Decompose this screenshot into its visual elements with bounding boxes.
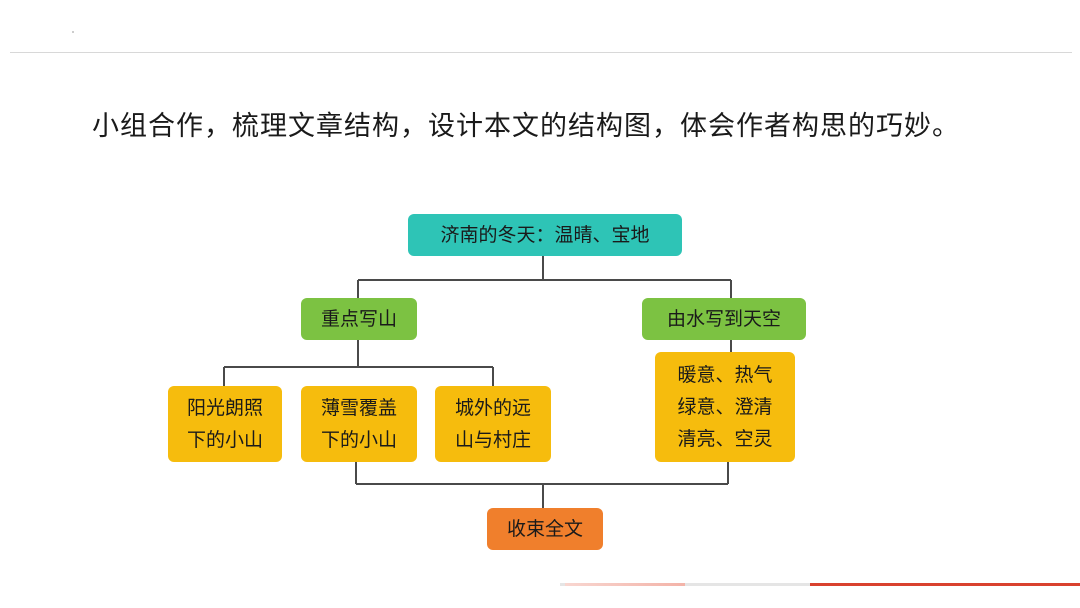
detail-node-sunlit-hills: 阳光朗照 下的小山 [168,386,282,462]
detail-node-snow-hills: 薄雪覆盖 下的小山 [301,386,417,462]
detail-line: 绿意、澄清 [677,396,773,418]
top-dot [72,31,74,33]
detail-line: 山与村庄 [454,429,531,451]
branch-node-water-sky: 由水写到天空 [642,298,806,340]
detail-line: 下的小山 [186,429,263,451]
top-divider [10,52,1072,53]
detail-line: 城外的远 [454,397,531,419]
detail-line: 下的小山 [320,429,397,451]
detail-node-distant-mountains: 城外的远 山与村庄 [435,386,551,462]
footer-bar-fade [565,583,685,586]
detail-node-water-sky: 暖意、热气 绿意、澄清 清亮、空灵 [655,352,795,462]
instruction-text: 小组合作，梳理文章结构，设计本文的结构图，体会作者构思的巧妙。 [92,111,960,142]
detail-line: 阳光朗照 [186,397,263,419]
detail-line: 清亮、空灵 [677,428,773,450]
branch-label-water-sky: 由水写到天空 [666,308,781,330]
root-node: 济南的冬天：温晴、宝地 [408,214,682,256]
detail-line: 薄雪覆盖 [320,397,397,419]
footer-bar-accent [810,583,1080,586]
detail-line: 暖意、热气 [677,364,773,386]
conclusion-label: 收束全文 [506,518,583,540]
root-label: 济南的冬天：温晴、宝地 [440,224,650,246]
branch-node-mountains: 重点写山 [301,298,417,340]
conclusion-node: 收束全文 [487,508,603,550]
branch-label-mountains: 重点写山 [320,308,397,330]
